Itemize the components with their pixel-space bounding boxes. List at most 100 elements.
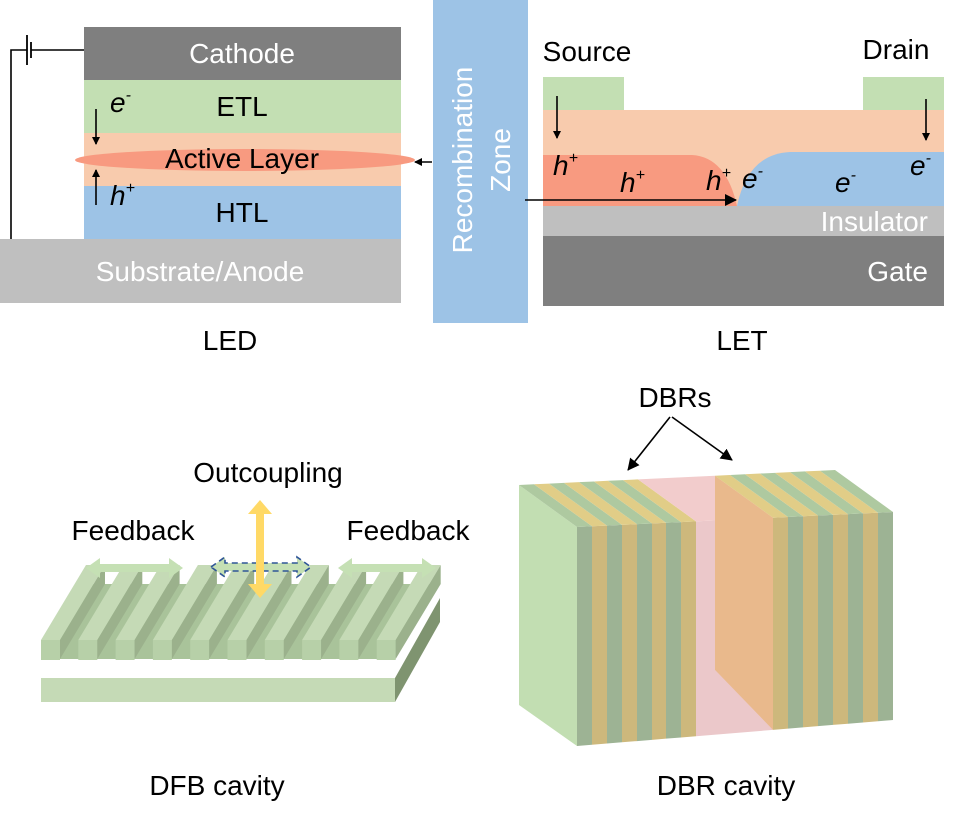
led-active-label: Active Layer	[165, 143, 319, 174]
dfb-ridge-side	[358, 565, 404, 659]
dbr-stripe-top	[715, 474, 788, 518]
let-carrier-label: h+	[706, 165, 731, 196]
dfb-caption: DFB cavity	[149, 770, 284, 801]
dbrs-label: DBRs	[638, 382, 711, 413]
led-substrate-layer	[0, 239, 401, 303]
dfb-ridge-top	[302, 565, 367, 640]
dbr-stripe-front	[637, 523, 652, 742]
dfb-ridge-front	[152, 640, 172, 660]
dbr-stripe-front	[773, 516, 788, 730]
dfb-ridge-top	[339, 565, 404, 640]
led-diagram: Cathode ETL Active Layer HTL Substrate/A…	[0, 27, 415, 356]
let-gate-label: Gate	[867, 256, 928, 287]
dbr-stripe-top	[549, 482, 622, 526]
dfb-ridge-front	[302, 640, 322, 660]
let-carrier-label: h+	[553, 150, 578, 181]
let-drain-electrode	[863, 77, 944, 110]
let-carrier-label: e-	[835, 167, 856, 198]
led-caption: LED	[203, 325, 257, 356]
dbr-stripe-top	[534, 483, 607, 527]
dfb-ridge-front	[190, 640, 210, 660]
dbr-stripe-top	[608, 480, 681, 523]
dfb-ridge-front	[339, 640, 359, 660]
let-source-electrode	[543, 77, 624, 110]
dbr-stripe-front	[848, 513, 863, 724]
dbr-stripe-top	[564, 482, 637, 525]
dfb-ridge-front	[41, 640, 60, 660]
led-htl-label: HTL	[216, 197, 269, 228]
dbr-stripe-top	[805, 470, 878, 514]
led-htl-layer	[84, 186, 401, 239]
led-cathode-label: Cathode	[189, 38, 295, 69]
dfb-ridge-side	[209, 565, 255, 659]
dbr-diagram: DBRs DBR cavity	[519, 382, 893, 801]
dbr-stripe-front	[833, 514, 848, 725]
dfb-ridge-front	[115, 640, 135, 660]
dfb-ridge-front	[78, 640, 98, 660]
dbr-stripe-top	[623, 479, 696, 523]
dbr-stripe-front	[607, 524, 622, 744]
dfb-base-side	[395, 598, 440, 702]
dbr-stripe-front	[818, 514, 833, 727]
led-recombination-ellipse	[75, 149, 415, 171]
led-hole-label: h+	[110, 180, 135, 211]
let-electron-channel	[737, 152, 944, 206]
dbr-stripe-front	[863, 512, 878, 723]
dbr-left-side-face	[519, 485, 577, 746]
feedback-right-arrow	[338, 558, 436, 578]
dfb-ridge-top	[264, 565, 329, 640]
dbr-cavity-inner-face	[715, 475, 773, 730]
dfb-ridge-front	[227, 640, 247, 660]
dfb-ridge-side	[283, 565, 329, 659]
dbr-stripe-front	[666, 522, 681, 739]
dfb-ridge-side	[321, 565, 367, 659]
dbr-stripe-top	[790, 471, 863, 515]
dfb-ridge-top	[152, 565, 217, 640]
dbr-stripe-front	[577, 526, 592, 746]
dfb-diagram: Outcoupling Feedback Feedback DFB cavity	[41, 457, 470, 801]
dbr-stripe-front	[788, 516, 803, 729]
let-carrier-label: e-	[910, 150, 931, 181]
dbr-stripe-front	[652, 522, 666, 740]
led-substrate-label: Substrate/Anode	[96, 256, 305, 287]
dbr-stripe-front	[681, 521, 696, 738]
outcoupling-arrow	[248, 500, 272, 598]
dbr-stripe-top	[594, 480, 666, 524]
let-insulator-label: Insulator	[821, 206, 928, 237]
dbr-caption: DBR cavity	[657, 770, 795, 801]
dfb-ridge-side	[60, 565, 105, 659]
dbr-stripe-top	[820, 470, 893, 513]
led-etl-label: ETL	[216, 91, 267, 122]
let-carrier-label: h+	[620, 167, 645, 198]
recombination-zone: Recombination Zone	[414, 0, 528, 323]
dbr-stripe-top	[775, 472, 848, 515]
dbr-stripe-top	[730, 474, 803, 517]
let-caption: LET	[716, 325, 767, 356]
let-diagram: Source Drain Insulator Gate h+ h+ h+ e- …	[525, 34, 944, 356]
led-cathode-layer	[84, 27, 401, 80]
recombination-zone-bar	[433, 0, 528, 323]
dfb-ridge-front	[376, 640, 396, 660]
led-etl-layer	[84, 80, 401, 133]
dbr-stripe-front	[803, 515, 818, 728]
dfb-ridge-side	[134, 565, 180, 659]
let-carrier-label: e-	[742, 163, 763, 194]
feedback-left-label: Feedback	[72, 515, 196, 546]
recombination-label: Recombination	[447, 67, 478, 254]
dbr-stripe-top	[745, 473, 818, 517]
led-circuit-wire	[10, 49, 84, 239]
outcoupling-label: Outcoupling	[193, 457, 342, 488]
feedback-right-label: Feedback	[347, 515, 471, 546]
dfb-ridge-side	[395, 565, 441, 659]
dfb-ridge-top	[78, 565, 143, 640]
dfb-arrows	[86, 500, 436, 598]
dfb-base-front	[41, 678, 395, 702]
dfb-grating	[41, 565, 441, 702]
dbr-stripe-front	[592, 525, 607, 745]
zone-label: Zone	[485, 128, 516, 192]
dbr-block	[519, 470, 893, 746]
let-gate-layer	[543, 236, 944, 306]
let-insulator-layer	[543, 206, 944, 236]
